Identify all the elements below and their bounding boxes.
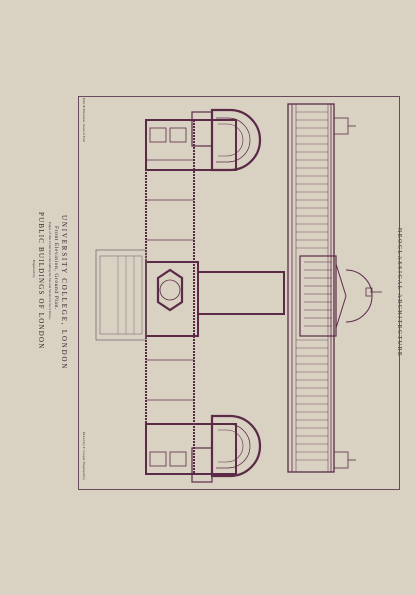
plate-frame	[78, 96, 400, 490]
ground-plan	[95, 108, 285, 483]
front-elevation	[287, 103, 382, 473]
